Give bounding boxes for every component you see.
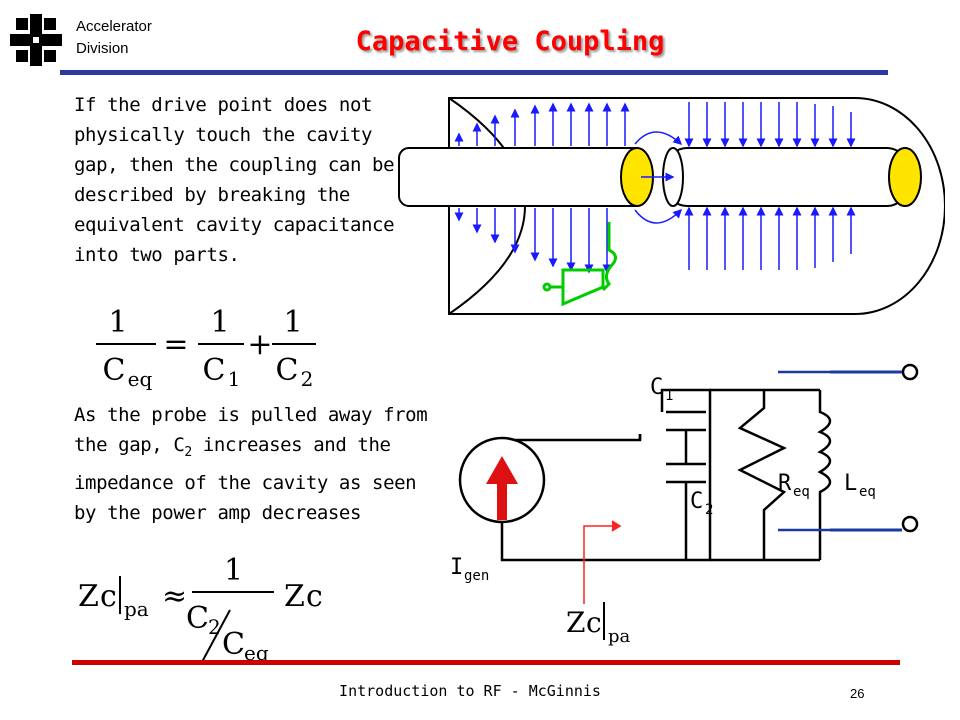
gap-field-arcs <box>634 131 683 224</box>
eq1-term1-numerator: 1 <box>210 305 229 340</box>
label-leq-sub: eq <box>859 484 876 500</box>
current-source-arrow <box>486 456 518 520</box>
eq1-term2-denominator: C <box>276 353 299 388</box>
output-terminals <box>778 370 830 532</box>
capacitance-series-equation: 1 C eq = 1 C 1 + 1 C 2 <box>96 305 316 390</box>
header-rule <box>60 70 888 75</box>
eq1-lhs-denominator: C <box>103 353 126 388</box>
field-lines-top-right <box>684 102 856 148</box>
eq1-term1-sub: 1 <box>228 367 241 390</box>
eq2-numerator: 1 <box>224 553 243 588</box>
field-lines-top <box>454 102 630 146</box>
eq2-approx: ≈ <box>162 579 187 614</box>
eq2-lhs-eval: pa <box>124 597 149 621</box>
label-igen: I <box>450 555 463 580</box>
eq1-term1-denominator: C <box>203 353 226 388</box>
eq2-lhs: Z <box>78 579 99 614</box>
eq2-rhs: Z <box>284 579 305 614</box>
footer-course-title: Introduction to RF - McGinnis <box>339 682 601 700</box>
eq2-den-denominator: C <box>222 627 245 662</box>
footer-rule <box>72 660 900 665</box>
page-number: 26 <box>850 686 865 701</box>
eq1-equals: = <box>163 327 188 362</box>
zc-symbol: Z <box>566 606 585 639</box>
label-zc-pa: Z c pa <box>566 602 631 647</box>
impedance-approx-equation: Z c pa ≈ 1 C 2 C eq Z c <box>78 553 323 665</box>
paragraph-probe-impedance: As the probe is pulled away from the gap… <box>74 400 434 528</box>
label-c2-sub: 2 <box>705 502 713 518</box>
organization-name: Accelerator Division <box>76 16 152 60</box>
cavity-probe-diagram <box>398 97 945 315</box>
eq2-lhs-sub: c <box>100 579 117 614</box>
slide-title: Capacitive Coupling <box>355 26 665 57</box>
paragraph-coupling-description: If the drive point does not physically t… <box>74 94 395 266</box>
zc-sub: c <box>586 606 602 639</box>
label-leq: L <box>844 471 857 496</box>
label-igen-sub: gen <box>464 568 489 584</box>
para2-text-b: increases and the impedance of the cavit… <box>74 434 417 524</box>
eq1-lhs-numerator: 1 <box>108 305 127 340</box>
label-c1: C <box>650 375 663 400</box>
eq1-lhs-denominator-sub: eq <box>128 367 153 390</box>
impedance-reference-arrow <box>583 520 622 604</box>
eq2-rhs-sub: c <box>306 579 323 614</box>
field-lines-bottom <box>454 208 612 274</box>
zc-eval: pa <box>608 626 631 647</box>
left-drift-tube <box>398 147 646 207</box>
eq2-den-numerator: C <box>186 601 209 636</box>
eq2-den-numerator-sub: 2 <box>208 615 221 639</box>
org-line-2: Division <box>76 40 129 57</box>
org-line-1: Accelerator <box>76 18 152 35</box>
eq1-plus: + <box>247 327 272 362</box>
label-c1-sub: 1 <box>665 388 673 404</box>
coupling-probe <box>542 222 617 307</box>
para2-text-a: As the probe is pulled away from the gap… <box>74 404 428 456</box>
equivalent-circuit-diagram: C 1 C 2 R eq L eq I gen Z c pa <box>450 363 919 647</box>
eq1-term2-sub: 2 <box>301 367 314 390</box>
eq1-term2-numerator: 1 <box>283 305 302 340</box>
label-req-sub: eq <box>793 484 810 500</box>
label-req: R <box>778 471 792 496</box>
para2-subscript: 2 <box>184 444 192 460</box>
right-drift-tube <box>666 147 908 207</box>
field-lines-bottom-right <box>684 206 856 270</box>
label-c2: C <box>690 489 703 514</box>
fermilab-logo-icon <box>10 14 62 66</box>
right-tube-face <box>888 147 922 207</box>
